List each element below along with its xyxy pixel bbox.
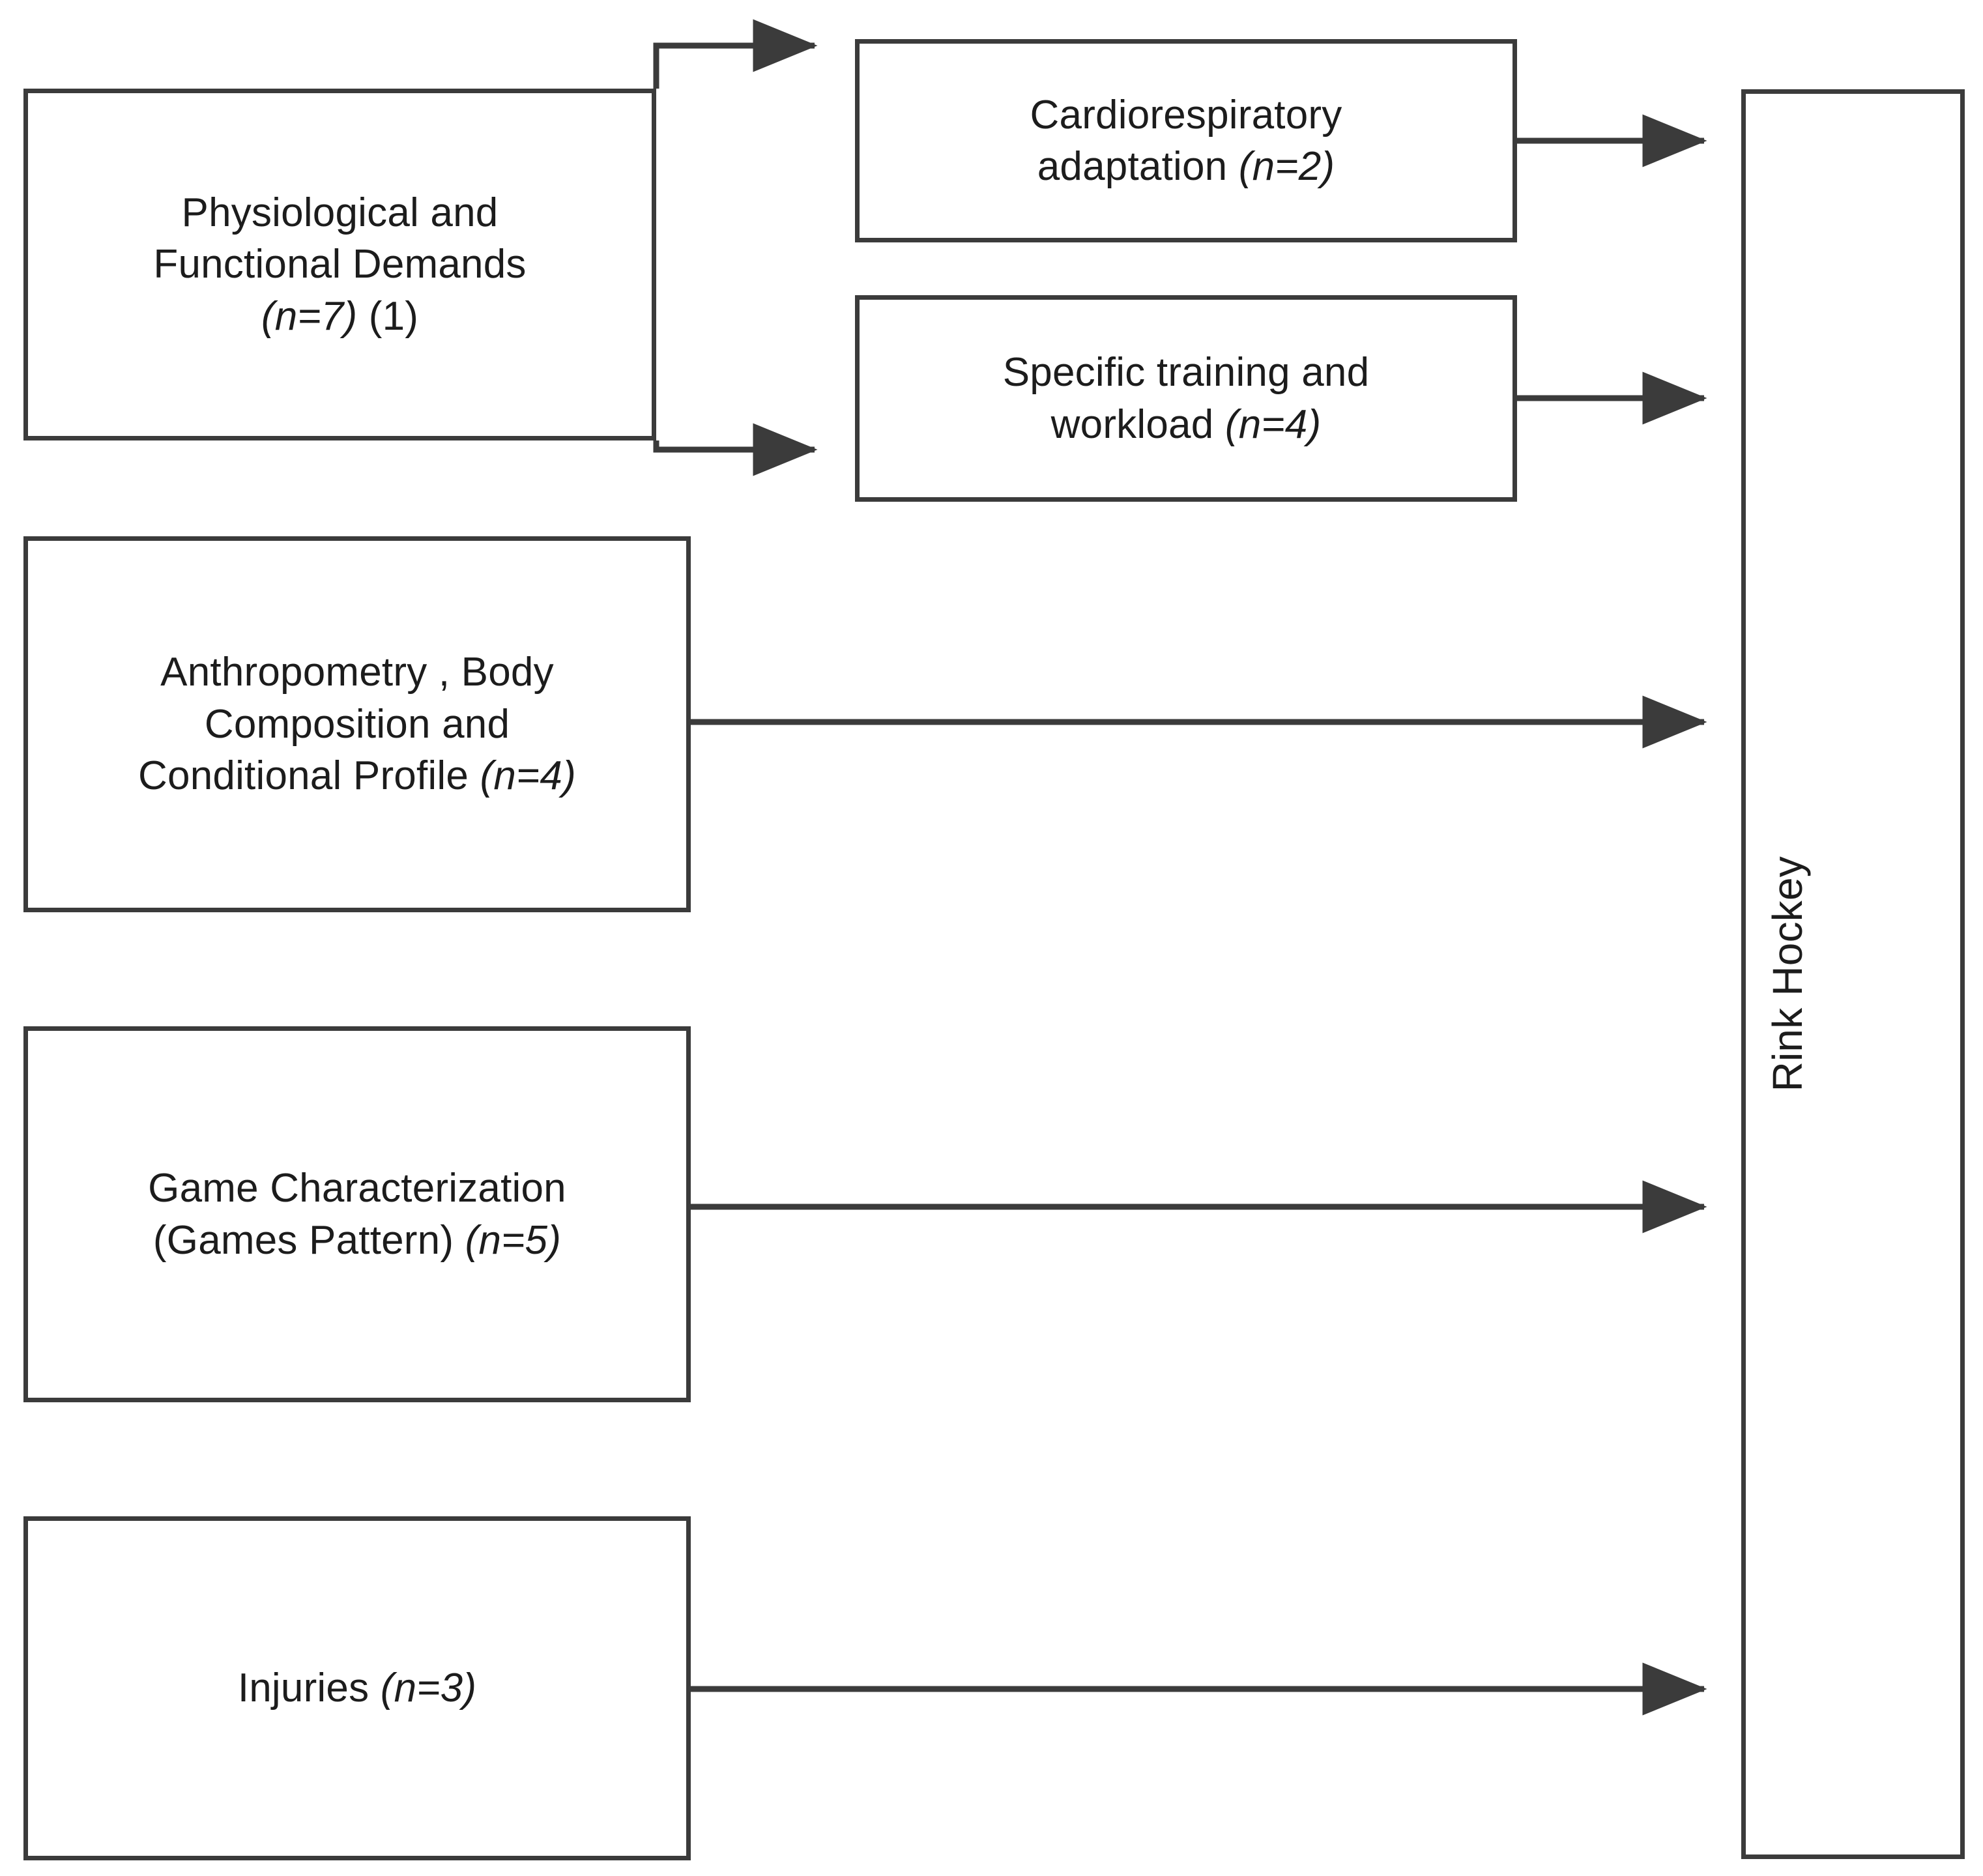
node-game-characterization: Game Characterization (Games Pattern) (n… (23, 1026, 691, 1402)
node-cardio-count: (n=2) (1238, 144, 1335, 189)
node-injuries: Injuries (n=3) (23, 1516, 691, 1860)
edge-physiological-to-cardio (653, 19, 818, 89)
node-game-line1: Game Characterization (148, 1166, 566, 1211)
node-cardio-line1: Cardiorespiratory (1030, 92, 1342, 137)
node-game-line2: (Games Pattern) (152, 1217, 454, 1263)
node-anthro-line3: Conditional Profile (138, 753, 469, 799)
node-training-line1: Specific training and (1002, 350, 1370, 396)
node-physiological-functional-demands: Physiological and Functional Demands (n=… (23, 89, 656, 440)
node-anthro-line2: Composition and (204, 701, 510, 747)
node-rink-hockey: Rink Hockey (1741, 89, 1965, 1859)
node-cardio-line2: adaptation (1037, 144, 1228, 189)
node-anthro-count: (n=4) (480, 753, 576, 799)
node-specific-training-workload: Specific training and workload (n=4) (855, 295, 1517, 502)
node-training-count: (n=4) (1224, 401, 1322, 447)
node-physiological-line2: Functional Demands (153, 242, 527, 287)
node-physiological-count: (n=7) (261, 293, 358, 339)
node-injuries-line1: Injuries (237, 1666, 369, 1711)
node-physiological-line1: Physiological and (181, 190, 499, 235)
node-cardiorespiratory-adaptation: Cardiorespiratory adaptation (n=2) (855, 39, 1517, 242)
node-rink-label: Rink Hockey (1764, 856, 1811, 1092)
node-anthro-line1: Anthropometry , Body (160, 650, 554, 695)
node-game-count: (n=5) (465, 1217, 562, 1263)
node-training-line2: workload (1050, 401, 1214, 447)
edge-physiological-to-training (653, 423, 818, 476)
node-anthropometry-body-composition: Anthropometry , Body Composition and Con… (23, 536, 691, 912)
node-physiological-ref: (1) (368, 293, 419, 339)
node-injuries-count: (n=3) (380, 1666, 477, 1711)
